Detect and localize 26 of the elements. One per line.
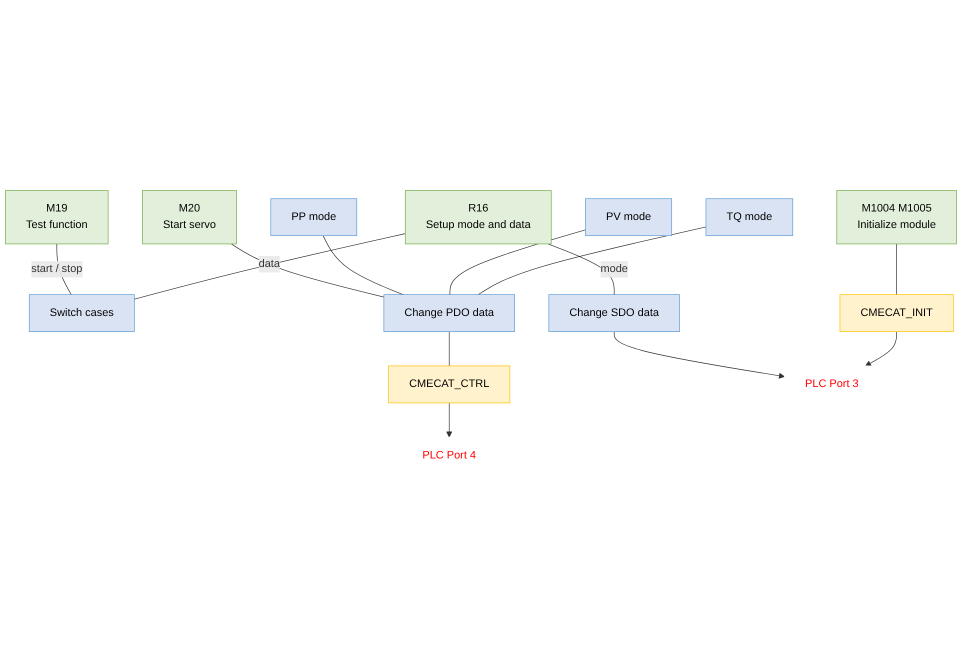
node-text: PLC Port 3: [805, 378, 859, 390]
edge-label: start / stop: [31, 263, 82, 275]
node-box: CMECAT_CTRL: [388, 366, 510, 404]
connector: [448, 331, 450, 366]
node-box: Change PDO data: [384, 294, 515, 332]
edge-label: mode: [600, 263, 628, 275]
node-box: CMECAT_INIT: [840, 294, 954, 332]
node-box: M20 Start servo: [142, 190, 237, 244]
connector: [896, 244, 897, 296]
node-box: PP mode: [270, 198, 358, 236]
node-box: Switch cases: [28, 294, 135, 332]
connector: [322, 236, 404, 296]
edge-label: data: [258, 258, 280, 270]
node-text: PLC Port 4: [422, 450, 476, 462]
node-box: TQ mode: [706, 198, 794, 236]
arrow: [614, 331, 785, 379]
node-box: M19 Test function: [5, 190, 108, 244]
connector: [230, 244, 384, 298]
connector: [134, 233, 406, 300]
node-box: PV mode: [585, 198, 672, 236]
node-box: Change SDO data: [548, 294, 680, 332]
node-box: R16 Setup mode and data: [404, 190, 552, 244]
connector: [450, 230, 586, 296]
arrow: [446, 402, 452, 438]
node-box: M1004 M1005 Initialize module: [836, 190, 957, 244]
arrow: [865, 331, 897, 366]
